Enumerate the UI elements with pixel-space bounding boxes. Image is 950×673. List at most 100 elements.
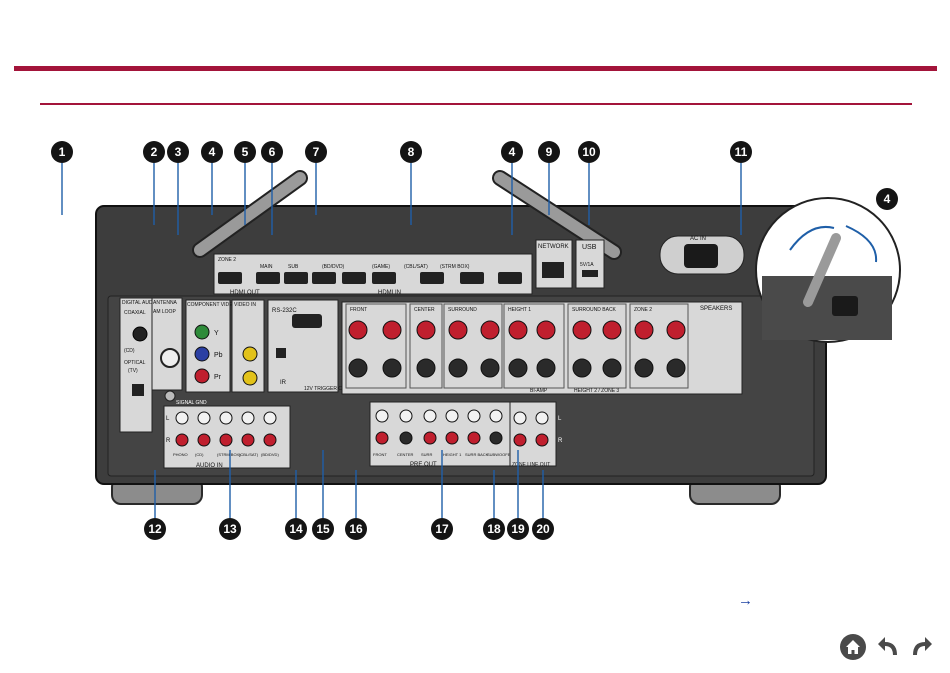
- optical-label: OPTICAL: [124, 360, 146, 366]
- pre-out-l-4: [445, 409, 459, 423]
- callout-top-9: 4: [501, 141, 523, 163]
- audio-in-l-4: [241, 411, 255, 425]
- trigger-out-label: 12V TRIGGER OUT: [304, 386, 349, 392]
- speaker-group-label-3: SURROUND: [448, 307, 477, 313]
- header-rule: [14, 66, 937, 71]
- callout-top-11: 10: [578, 141, 600, 163]
- speaker-terminal-pos-4: [448, 320, 468, 340]
- speaker-terminal-neg-3: [416, 358, 436, 378]
- tv-label: (TV): [128, 368, 138, 374]
- callout-top-1: 1: [51, 141, 73, 163]
- hdmi-ports: (BD/DVD)(GAME)(CBL/SAT)(STRM BOX): [218, 264, 522, 284]
- speaker-group-label-4: HEIGHT 1: [508, 307, 531, 313]
- speaker-terminal-neg-9: [602, 358, 622, 378]
- audio-in-l-5: [263, 411, 277, 425]
- forward-button[interactable]: [906, 632, 936, 662]
- coaxial-label: COAXIAL: [124, 310, 146, 316]
- home-button[interactable]: [838, 632, 868, 662]
- hdmi-main-label: MAIN: [260, 264, 273, 270]
- callout-top-7: 7: [305, 141, 327, 163]
- antenna-block: [151, 297, 183, 391]
- zone-out-r: R: [558, 438, 563, 444]
- speaker-terminal-neg-4: [448, 358, 468, 378]
- hdmi-input-label-2: (GAME): [372, 264, 390, 270]
- fm-jack: [160, 348, 180, 368]
- audio-in-source-4: (CBL/SAT): [239, 452, 259, 457]
- audio-in-r-1: [175, 433, 189, 447]
- audio-in-label: AUDIO IN: [196, 463, 223, 469]
- hdmi-zone2-label: ZONE 2: [218, 257, 236, 263]
- speaker-terminal-pos-5: [480, 320, 500, 340]
- callout-top-2: 2: [143, 141, 165, 163]
- callout-top-8: 8: [400, 141, 422, 163]
- speaker-terminal-neg-7: [536, 358, 556, 378]
- link-arrow: →: [738, 592, 753, 609]
- speaker-terminal-neg-10: [634, 358, 654, 378]
- callout-top-10: 9: [538, 141, 560, 163]
- zone-line-out-block: [509, 401, 557, 467]
- hdmi-port-3: [284, 272, 308, 284]
- audio-in-jacks: PHONO(CD)(STRM BOX)(CBL/SAT)(BD/DVD): [173, 411, 279, 457]
- speaker-terminal-neg-11: [666, 358, 686, 378]
- video-in-1-jack: [242, 346, 258, 362]
- hdmi-port-5: [342, 272, 366, 284]
- wireless-antenna-left: [192, 170, 308, 258]
- audio-in-r-2: [197, 433, 211, 447]
- component-video-label: COMPONENT VIDEO IN: [187, 302, 243, 308]
- audio-in-l-2: [197, 411, 211, 425]
- speakers-label: SPEAKERS: [700, 306, 732, 312]
- callout-leaders: [61, 163, 742, 518]
- forward-icon: [913, 637, 932, 655]
- speaker-terminal-pos-1: [348, 320, 368, 340]
- ir-label: IR: [280, 380, 287, 386]
- audio-in-l: L: [166, 416, 170, 422]
- pre-out-source-2: CENTER: [397, 452, 414, 457]
- zone-out-l: L: [558, 416, 562, 422]
- speaker-group-4: [503, 303, 565, 389]
- antenna-inset-detail: [755, 197, 901, 343]
- speaker-terminals: [348, 320, 686, 378]
- optical-jack: [132, 384, 144, 396]
- network-label: NETWORK: [538, 244, 569, 250]
- zone-out-2-r: [535, 433, 549, 447]
- speaker-terminal-pos-3: [416, 320, 436, 340]
- pre-out-l-3: [423, 409, 437, 423]
- pre-out-source-4: HEIGHT 1: [443, 452, 462, 457]
- pre-out-r-6: [489, 431, 503, 445]
- speaker-terminal-pos-2: [382, 320, 402, 340]
- callout-bottom-1: 12: [144, 518, 166, 540]
- speaker-group-3: [443, 303, 503, 389]
- usb-rating: 5V/1A: [580, 262, 594, 268]
- speaker-terminal-pos-8: [572, 320, 592, 340]
- reference-link[interactable]: →: [738, 592, 789, 609]
- height2-zone3-label: HEIGHT 2 / ZONE 3: [574, 388, 619, 394]
- callout-top-5: 5: [234, 141, 256, 163]
- audio-in-r: R: [166, 438, 171, 444]
- pre-out-r-4: [445, 431, 459, 445]
- speaker-group-label-2: CENTER: [414, 307, 435, 313]
- back-button[interactable]: [874, 632, 904, 662]
- hdmi-port-8: [460, 272, 484, 284]
- speaker-group-5: [567, 303, 627, 389]
- hdmi-port-6: [372, 272, 396, 284]
- audio-in-source-2: (CD): [195, 452, 204, 457]
- callout-bottom-2: 13: [219, 518, 241, 540]
- pre-out-l-1: [375, 409, 389, 423]
- pre-out-l-2: [399, 409, 413, 423]
- audio-in-source-5: (BD/DVD): [261, 452, 279, 457]
- speaker-terminal-pos-7: [536, 320, 556, 340]
- hdmi-in-label: HDMI IN: [378, 290, 401, 296]
- coaxial-jack: [132, 326, 148, 342]
- component-pr-label: Pr: [214, 374, 222, 381]
- hdmi-port-2: [256, 272, 280, 284]
- zone-out-1-l: [513, 411, 527, 425]
- component-pb-label: Pb: [214, 352, 223, 359]
- callout-bottom-5: 16: [345, 518, 367, 540]
- callout-bottom-7: 18: [483, 518, 505, 540]
- back-icon: [878, 637, 897, 655]
- pre-out-l-6: [489, 409, 503, 423]
- audio-in-l-3: [219, 411, 233, 425]
- signal-gnd-screw: [164, 390, 176, 402]
- callout-top-3: 3: [167, 141, 189, 163]
